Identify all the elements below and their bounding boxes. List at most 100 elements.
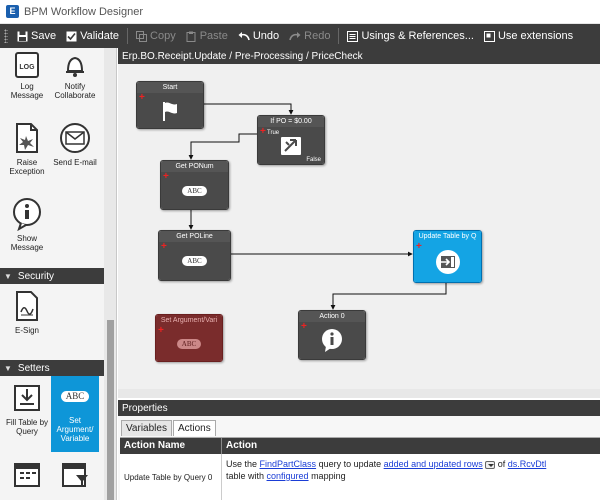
rows-dropdown-icon[interactable] (485, 460, 496, 469)
true-port-label: True (267, 130, 280, 136)
node-update-table-by-query[interactable]: Update Table by Q + (413, 230, 482, 283)
svg-text:LOG: LOG (19, 64, 35, 71)
tab-variables[interactable]: Variables (121, 420, 172, 436)
abc-icon: ABC (176, 338, 202, 349)
abc-icon: ABC (182, 185, 207, 196)
node-title: Set Argument/Vari (156, 315, 222, 326)
info-icon (9, 196, 45, 232)
table-row[interactable]: Update Table by Query 0 Use the FindPart… (120, 454, 600, 500)
add-plus-icon[interactable]: + (161, 241, 167, 252)
validate-icon (66, 31, 77, 41)
chevron-down-icon: ▼ (4, 271, 12, 281)
properties-header: Properties (118, 400, 600, 416)
action-text: mapping (308, 471, 346, 481)
add-plus-icon[interactable]: + (163, 171, 169, 182)
node-title: Update Table by Q (414, 231, 481, 242)
set-argument-icon: ABC (57, 378, 93, 414)
title-bar: E BPM Workflow Designer (0, 0, 600, 24)
validate-button[interactable]: Validate (61, 26, 124, 46)
chevron-down-icon: ▼ (4, 363, 12, 373)
email-icon (57, 120, 93, 156)
node-action-0[interactable]: Action 0 + (298, 310, 366, 360)
bell-icon (57, 50, 93, 80)
canvas-horizontal-scrollbar[interactable] (118, 389, 600, 398)
paste-label: Paste (199, 30, 228, 42)
tool-label: Notify Collaborate (54, 82, 96, 100)
main-toolbar: Save Validate Copy Paste Undo Redo Using… (0, 24, 600, 48)
usings-references-button[interactable]: Usings & References... (342, 26, 479, 46)
action-text: table with (226, 471, 267, 481)
info-icon (322, 328, 342, 352)
flag-icon (163, 101, 177, 121)
query-link[interactable]: FindPartClass (259, 459, 317, 469)
toolbar-separator (338, 28, 340, 44)
copy-button[interactable]: Copy (131, 26, 181, 46)
tool-label: Fill Table by Query (5, 418, 49, 436)
tool-calendar-1[interactable] (3, 456, 51, 494)
tool-show-message[interactable]: Show Message (3, 196, 51, 252)
node-if-po[interactable]: If PO = $0.00 + True False (257, 115, 325, 165)
usings-icon (347, 30, 359, 42)
properties-panel: Variables Actions Action Name Action Upd… (118, 416, 600, 500)
node-get-ponum[interactable]: Get PONum + ABC (160, 160, 229, 210)
use-extensions-button[interactable]: Use extensions (479, 26, 578, 46)
action-text: of (495, 459, 508, 469)
column-header-action-name[interactable]: Action Name (120, 438, 222, 454)
toolbox-scrollbar[interactable] (104, 48, 116, 500)
column-header-action[interactable]: Action (226, 440, 258, 451)
connector-update-to-action (330, 283, 447, 310)
connector-start-to-if (204, 103, 294, 115)
scrollbar-thumb[interactable] (107, 320, 114, 500)
tool-set-argument-variable[interactable]: ABC Set Argument/ Variable (51, 376, 99, 452)
add-plus-icon[interactable]: + (416, 241, 422, 252)
properties-tabs: Variables Actions (121, 420, 217, 436)
paste-button[interactable]: Paste (181, 26, 233, 46)
tab-actions[interactable]: Actions (172, 420, 216, 436)
node-title: Start (137, 82, 203, 93)
connector-if-to-ponum (188, 133, 257, 160)
save-button[interactable]: Save (12, 26, 61, 46)
setters-section-header[interactable]: ▼ Setters (0, 360, 104, 376)
workflow-canvas[interactable]: Start + If PO = $0.00 + True False Get P… (118, 64, 600, 398)
table-link[interactable]: ds.RcvDtl (507, 459, 547, 469)
add-plus-icon[interactable]: + (301, 321, 307, 332)
esign-icon (9, 288, 45, 324)
copy-icon (136, 30, 148, 42)
tool-label: Send E-mail (53, 158, 97, 167)
tool-log-message[interactable]: LOG Log Message (3, 50, 51, 100)
undo-icon (238, 32, 250, 41)
tool-esign[interactable]: E-Sign (3, 288, 51, 335)
update-table-icon (435, 250, 460, 274)
tool-calendar-2[interactable] (51, 456, 99, 494)
node-set-argument-variable[interactable]: Set Argument/Vari + ABC (155, 314, 223, 362)
tool-notify-collaborate[interactable]: Notify Collaborate (51, 50, 99, 100)
node-get-poline[interactable]: Get POLine + ABC (158, 230, 231, 281)
add-plus-icon[interactable]: + (139, 92, 145, 103)
security-section-header[interactable]: ▼ Security (0, 268, 104, 284)
tool-send-email[interactable]: Send E-mail (51, 120, 99, 167)
tool-label: E-Sign (14, 326, 39, 335)
tool-fill-table-by-query[interactable]: Fill Table by Query (3, 380, 51, 436)
toolbar-grip-icon[interactable] (4, 29, 8, 43)
actions-grid: Action Name Action Update Table by Query… (120, 437, 600, 500)
action-text: query to update (316, 459, 384, 469)
grid-header: Action Name Action (120, 438, 600, 454)
log-icon: LOG (9, 50, 45, 80)
redo-button[interactable]: Redo (284, 26, 335, 46)
mapping-link[interactable]: configured (266, 471, 309, 481)
activity-toolbox: LOG Log Message Notify Collaborate Raise… (0, 48, 117, 500)
node-title: If PO = $0.00 (258, 116, 324, 127)
node-title: Get PONum (161, 161, 228, 172)
tool-raise-exception[interactable]: Raise Exception (3, 120, 51, 176)
connector-layer (188, 103, 447, 310)
rows-link[interactable]: added and updated rows (383, 459, 483, 469)
action-text: Use the (226, 459, 260, 469)
add-plus-icon[interactable]: + (260, 126, 266, 137)
node-start[interactable]: Start + (136, 81, 204, 129)
abc-badge: ABC (60, 390, 90, 402)
add-plus-icon[interactable]: + (158, 325, 164, 336)
undo-button[interactable]: Undo (233, 26, 284, 46)
node-title: Action 0 (299, 311, 365, 322)
false-port-label: False (306, 157, 321, 163)
node-title: Get POLine (159, 231, 230, 242)
